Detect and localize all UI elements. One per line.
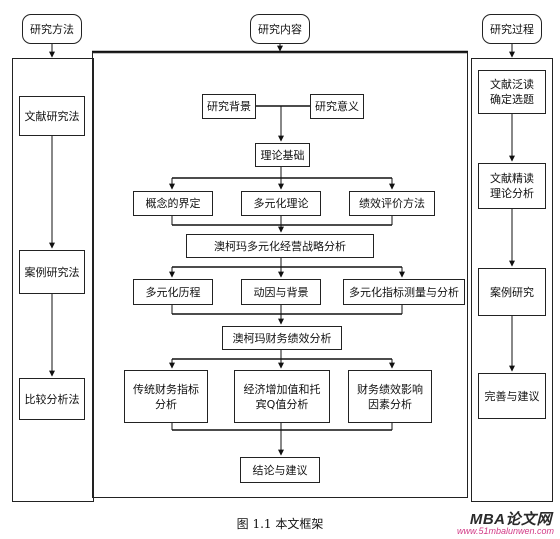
performance-influencing-factors: 财务绩效影响 因素分析 [348, 370, 432, 423]
theory-concept-definition: 概念的界定 [133, 191, 213, 216]
research-significance: 研究意义 [310, 94, 364, 119]
figure-caption: 图 1.1 本文框架 [236, 517, 324, 531]
theory-performance-evaluation: 绩效评价方法 [349, 191, 435, 216]
method-comparative-analysis: 比较分析法 [19, 378, 85, 420]
method-case-study: 案例研究法 [19, 250, 85, 294]
theoretical-basis: 理论基础 [255, 143, 310, 167]
process-case-study: 案例研究 [478, 268, 546, 316]
process-improve-suggest: 完善与建议 [478, 373, 546, 419]
method-literature-research: 文献研究法 [19, 96, 85, 136]
diversification-strategy-analysis: 澳柯玛多元化经营战略分析 [186, 234, 374, 258]
performance-traditional-indicators: 传统财务指标 分析 [124, 370, 208, 423]
research-background: 研究背景 [202, 94, 256, 119]
theory-diversification: 多元化理论 [241, 191, 321, 216]
research-content-header: 研究内容 [250, 14, 310, 44]
watermark-brand: MBA论文网 [469, 511, 552, 528]
strategy-diversification-history: 多元化历程 [133, 279, 213, 305]
research-methods-header: 研究方法 [22, 14, 82, 44]
process-column-frame [471, 58, 553, 502]
methods-column-frame [12, 58, 94, 502]
strategy-indicator-measurement: 多元化指标测量与分析 [343, 279, 465, 305]
research-process-header: 研究过程 [482, 14, 542, 44]
watermark-url: www.51mbalunwen.com [456, 526, 554, 536]
performance-eva-tobin-q: 经济增加值和托 宾Q值分析 [234, 370, 330, 423]
content-column-frame [92, 52, 468, 498]
strategy-motives-background: 动因与背景 [241, 279, 321, 305]
process-intensive-reading-theory: 文献精读 理论分析 [478, 163, 546, 209]
process-browse-select-topic: 文献泛读 确定选题 [478, 70, 546, 114]
conclusion-and-suggestions: 结论与建议 [240, 457, 320, 483]
financial-performance-analysis: 澳柯玛财务绩效分析 [222, 326, 342, 350]
